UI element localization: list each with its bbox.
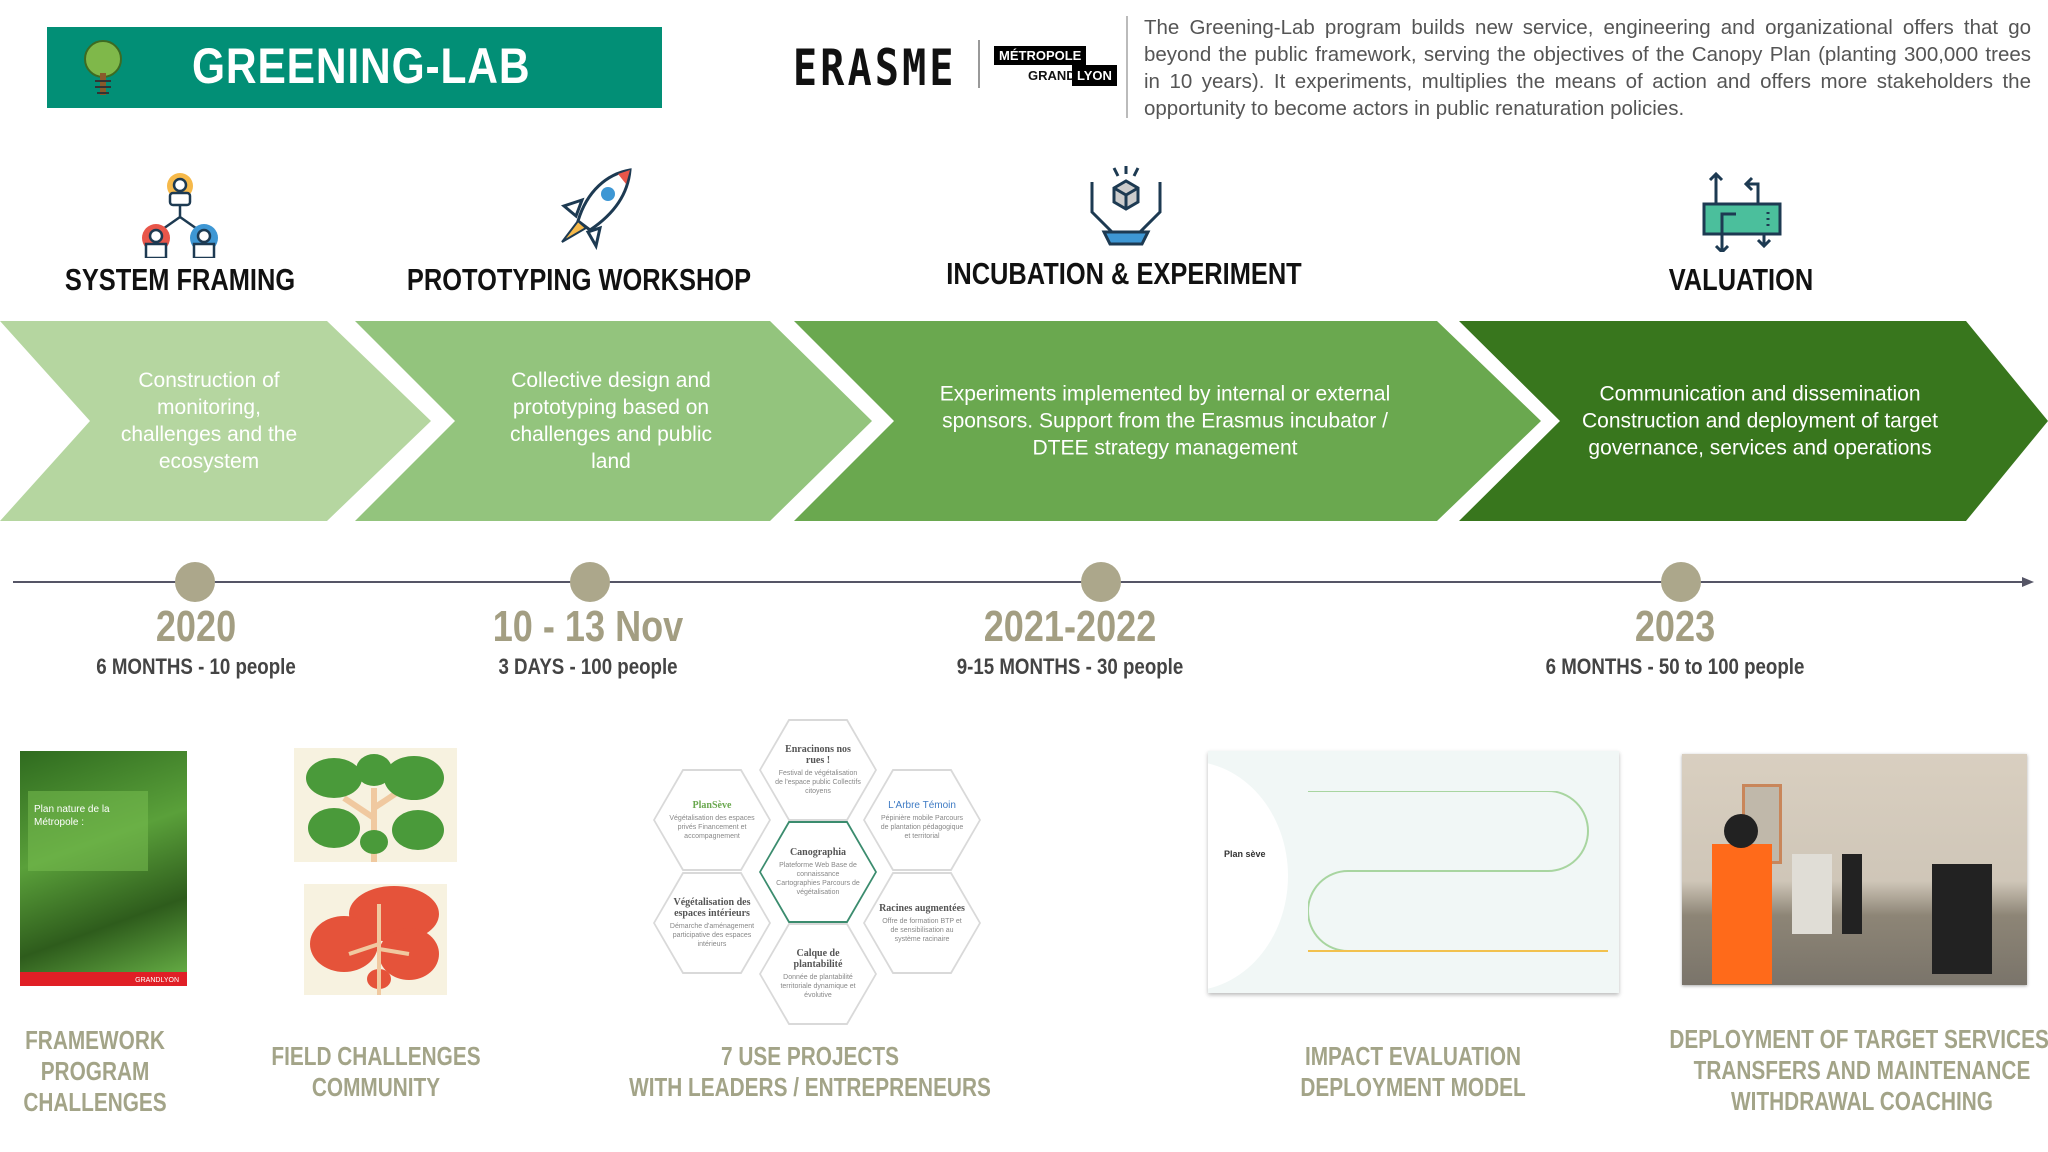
hex-title: Canographia <box>789 847 847 858</box>
cover-brand: GRANDLYON <box>135 977 179 984</box>
caption-line: FRAMEWORK <box>25 1025 165 1055</box>
timeline-year: 2023 <box>1634 602 1716 651</box>
timeline-dot <box>570 562 610 602</box>
phase-title-valuation: VALUATION <box>1668 262 1814 297</box>
tree-bulb-icon <box>84 40 122 95</box>
erasme-logo: ERASME <box>793 39 957 97</box>
caption-line: TRANSFERS AND MAINTENANCE <box>1693 1055 2031 1085</box>
plan-nature-cover-image: Plan nature de la Métropole : GRANDLYON <box>20 751 187 986</box>
header-divider <box>1126 16 1128 118</box>
phase-chevrons <box>0 321 2048 521</box>
timeline-year: 10 - 13 Nov <box>492 602 684 651</box>
caption-line: DEPLOYMENT OF TARGET SERVICES, <box>1669 1024 2048 1054</box>
logo-divider <box>978 40 980 88</box>
caption-line: FIELD CHALLENGES <box>271 1041 481 1071</box>
phase-title-prototyping-workshop: PROTOTYPING WORKSHOP <box>406 262 752 297</box>
hex-use-project: Enracinons nos rues ! Festival de végétal… <box>759 719 877 821</box>
diagram-title: Plan sève <box>1224 849 1266 859</box>
hex-title: Calque de plantabilité <box>793 948 843 970</box>
hex-desc: Offre de formation BTP et de sensibilisa… <box>882 917 962 943</box>
phase-1-description: Construction of monitoring, challenges a… <box>120 369 298 473</box>
caption-line: WITH LEADERS / ENTREPRENEURS <box>629 1072 991 1102</box>
hex-desc: Pépinière mobile Parcours de plantation … <box>880 814 964 840</box>
hands-box-icon <box>1090 166 1162 246</box>
intro-paragraph: The Greening-Lab program builds new serv… <box>1144 16 2031 120</box>
caption-line: CHALLENGES <box>23 1087 167 1117</box>
cover-title: Plan nature de la Métropole : <box>34 804 110 828</box>
page-title: GREENING-LAB <box>192 38 531 94</box>
field-challenges-green-tree-image <box>294 748 457 862</box>
hex-title: L'Arbre Témoin <box>888 799 956 811</box>
people-hierarchy-icon <box>142 173 218 258</box>
hex-title: Racines augmentées <box>879 902 965 914</box>
impact-evaluation-diagram-image: Plan sève <box>1208 751 1619 993</box>
phase-3-description: Experiments implemented by internal or e… <box>939 382 1391 460</box>
hex-title: Enracinons nos rues ! <box>785 744 851 766</box>
chevron-phase-4 <box>1459 321 2048 521</box>
metropole-logo-grand: GRAND <box>1028 68 1076 83</box>
timeline-axis <box>13 577 2034 587</box>
caption-line: IMPACT EVALUATION <box>1304 1041 1522 1071</box>
phase-4-description: Communication and dissemination Construc… <box>1581 382 1939 460</box>
timeline-year: 2020 <box>155 602 237 651</box>
transfer-arrows-icon <box>1702 171 1782 252</box>
hex-desc: Démarche d'aménagement participative des… <box>669 923 755 948</box>
timeline-detail: 6 MONTHS - 10 people <box>96 654 296 679</box>
deployment-photo <box>1682 754 2027 985</box>
timeline-dot <box>1081 562 1121 602</box>
metropole-logo-line1: MÉTROPOLE <box>994 46 1087 65</box>
hex-desc: Plateforme Web Base de connaissance Cart… <box>776 862 860 896</box>
phase-2-description: Collective design and prototyping based … <box>510 369 712 473</box>
chevron-phase-1 <box>0 321 431 521</box>
timeline-dot <box>1661 562 1701 602</box>
caption-line: 7 USE PROJECTS <box>720 1041 899 1071</box>
timeline-detail: 9-15 MONTHS - 30 people <box>956 654 1184 679</box>
caption-line: PROGRAM <box>40 1056 150 1086</box>
timeline-year: 2021-2022 <box>983 602 1157 651</box>
caption-line: COMMUNITY <box>311 1072 441 1102</box>
chevron-phase-2 <box>355 321 872 521</box>
phase-title-system-framing: SYSTEM FRAMING <box>64 262 296 297</box>
hex-desc: Festival de végétalisation de l'espace p… <box>775 770 861 795</box>
hex-desc: Donnée de plantabilité territoriale dyna… <box>780 974 856 999</box>
timeline-dot <box>175 562 215 602</box>
metropole-logo-lyon: LYON <box>1072 65 1117 86</box>
phase-title-incubation-experiment: INCUBATION & EXPERIMENT <box>946 256 1302 291</box>
caption-line: WITHDRAWAL COACHING <box>1731 1086 1993 1116</box>
rocket-icon <box>560 168 632 250</box>
field-challenges-red-tree-image <box>304 884 447 995</box>
hex-desc: Végétalisation des espaces privés Financ… <box>669 814 755 840</box>
timeline-detail: 3 DAYS - 100 people <box>498 654 678 679</box>
hex-title: Végétalisation des espaces intérieurs <box>673 897 751 919</box>
caption-line: DEPLOYMENT MODEL <box>1300 1072 1526 1102</box>
hex-title: PlanSève <box>692 799 732 811</box>
caption-deployment: DEPLOYMENT OF TARGET SERVICES,TRANSFERS … <box>1669 1024 2048 1117</box>
chevron-phase-3 <box>794 321 1541 521</box>
greening-lab-banner: GREENING-LAB <box>47 27 662 108</box>
timeline-detail: 6 MONTHS - 50 to 100 people <box>1545 654 1805 679</box>
